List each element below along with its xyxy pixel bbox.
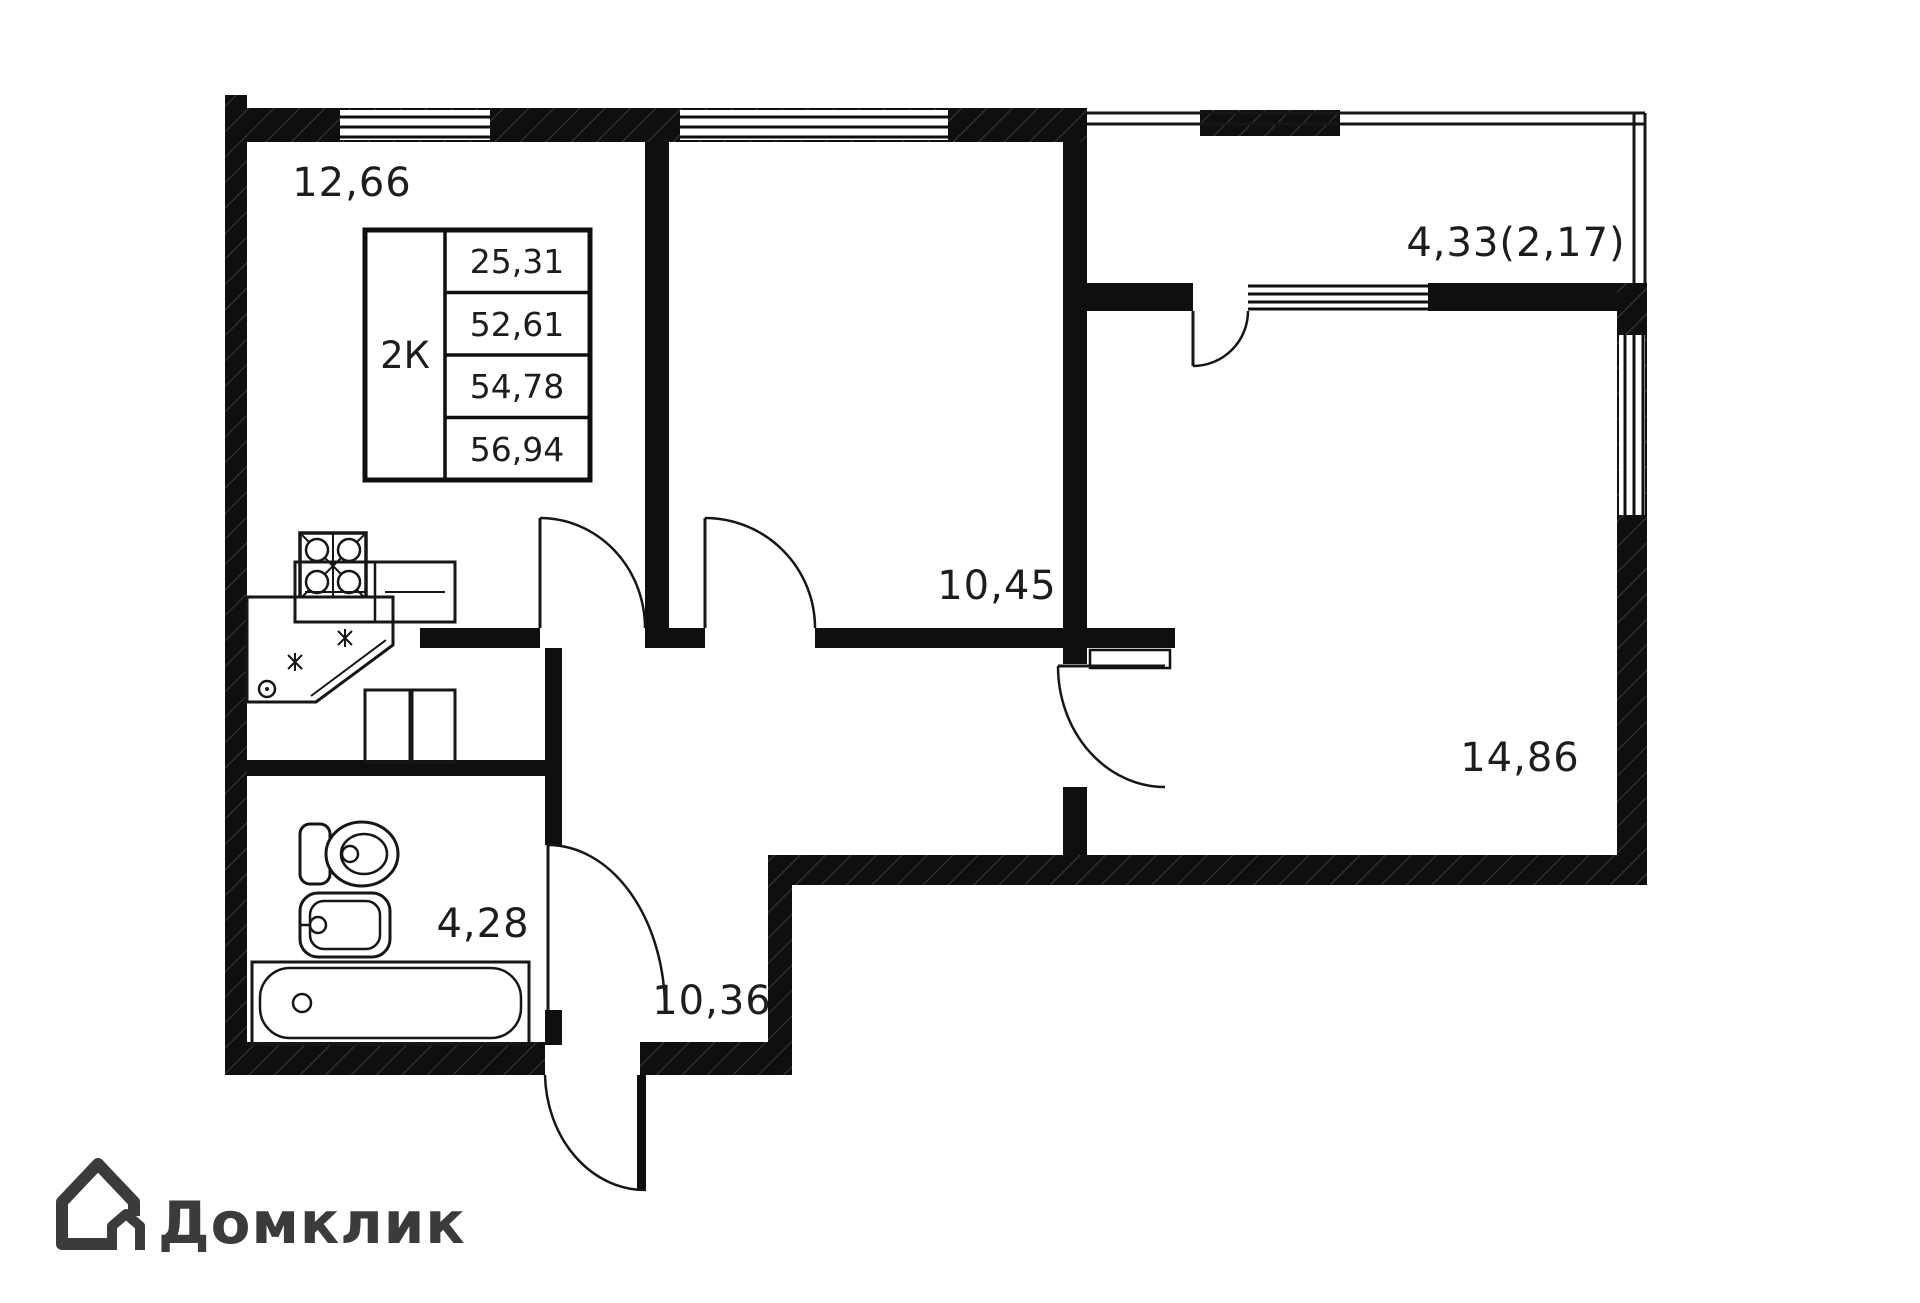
area-row-2: 54,78 xyxy=(470,367,564,406)
wall-bottom-left xyxy=(225,1042,545,1075)
door-kitchen xyxy=(538,516,647,629)
bathtub-icon xyxy=(250,960,531,1046)
stove-icon xyxy=(298,531,368,601)
wall-balcony-bottom-right xyxy=(1428,283,1617,311)
window-bedroom xyxy=(680,110,948,140)
door-bedroom xyxy=(703,516,817,629)
cabinet-icons xyxy=(363,688,457,764)
fixtures xyxy=(245,531,531,1046)
balcony-rails xyxy=(1087,111,1647,283)
faucet-mark-1 xyxy=(287,653,303,671)
wall-balcony-bottom-left xyxy=(1087,283,1193,311)
wall-under-bedroom xyxy=(815,628,1087,648)
label-bedroom-area: 10,45 xyxy=(937,563,1057,609)
wall-hallbranch-bottom xyxy=(792,855,1087,885)
door-bathroom xyxy=(546,843,667,1011)
wall-bedroom2-bottom xyxy=(1087,855,1647,885)
wall-hall-right xyxy=(768,855,792,1075)
logo-text: Домклик xyxy=(158,1189,466,1257)
wall-stub-bedroom2-door xyxy=(1063,787,1087,855)
window-balcony xyxy=(1248,284,1428,311)
wall-between-doors xyxy=(669,628,705,648)
faucet-mark-2 xyxy=(337,629,353,647)
room-labels: 12,66 10,45 4,33(2,17) 14,86 4,28 10,36 xyxy=(292,160,1625,1024)
kitchen-sink-icon xyxy=(245,595,395,704)
wall-bathroom-right-lower xyxy=(545,1010,562,1045)
door-bedroom2 xyxy=(1056,664,1166,789)
wall-bathroom-top xyxy=(247,760,562,776)
unit-type: 2К xyxy=(380,334,430,377)
wall-bathroom-right-upper xyxy=(545,776,562,845)
wall-bedroom-right xyxy=(1063,142,1087,664)
logo: Домклик xyxy=(56,1158,466,1257)
wall-divider-kitchen-bedroom xyxy=(645,142,669,648)
washbasin-icon xyxy=(298,891,392,959)
label-bathroom-area: 4,28 xyxy=(436,901,529,947)
label-hallway-area: 10,36 xyxy=(652,978,772,1024)
closet-icon xyxy=(293,560,457,624)
area-row-3: 56,94 xyxy=(470,430,564,469)
area-row-0: 25,31 xyxy=(470,242,564,281)
info-table: 2К 25,31 52,61 54,78 56,94 xyxy=(362,227,593,483)
area-row-1: 52,61 xyxy=(470,305,564,344)
label-bedroom2-area: 14,86 xyxy=(1460,735,1580,781)
windows xyxy=(340,110,1645,515)
wall-bottom-entry-right xyxy=(640,1042,792,1075)
walls xyxy=(225,95,1647,1075)
toilet-icon xyxy=(298,820,400,888)
doors xyxy=(538,310,1250,1192)
door-balcony xyxy=(1191,310,1250,368)
domclick-house-icon xyxy=(56,1158,145,1250)
wall-under-kitchen xyxy=(420,628,540,648)
window-bedroom2 xyxy=(1619,335,1645,515)
window-kitchen xyxy=(340,110,490,140)
wall-left-outer xyxy=(225,95,247,1075)
label-kitchen-area: 12,66 xyxy=(292,160,412,206)
label-balcony-area: 4,33(2,17) xyxy=(1406,220,1625,266)
wall-niche-bedroom2 xyxy=(1087,628,1175,648)
door-entrance xyxy=(543,1074,646,1192)
wall-corridor-left xyxy=(545,648,562,760)
niche-pocket xyxy=(1088,648,1172,670)
